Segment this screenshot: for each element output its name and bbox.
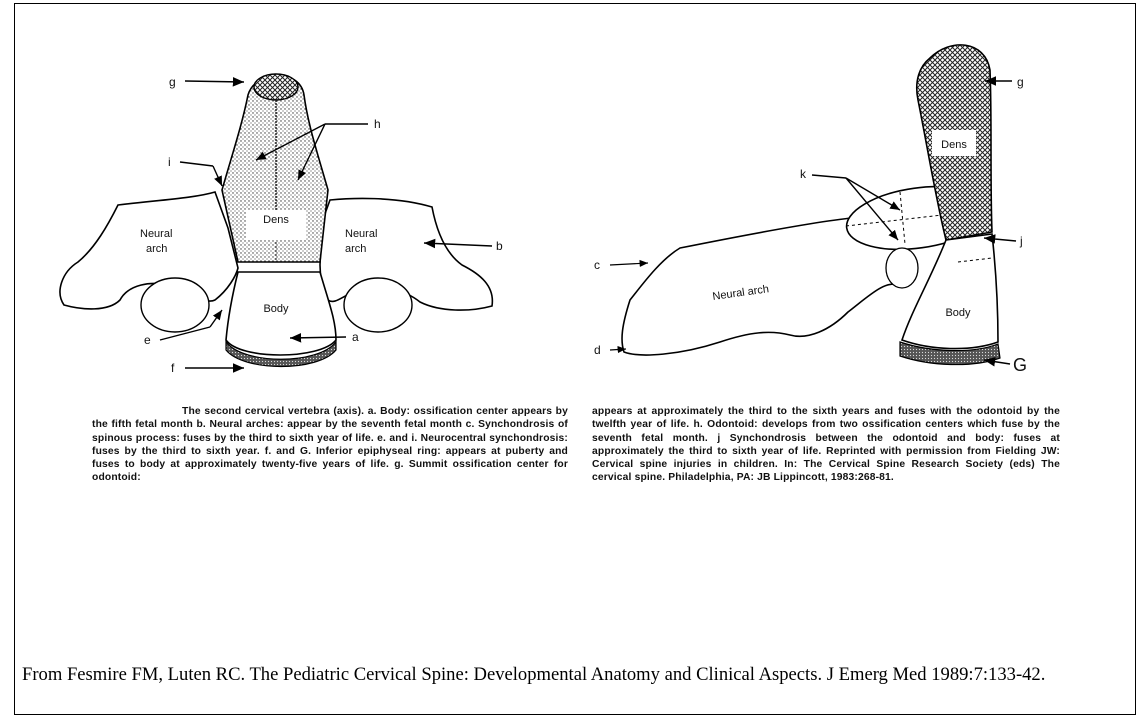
right-foramen: [344, 278, 412, 332]
callout-g-right: g: [1017, 75, 1024, 89]
lateral-body: [902, 234, 998, 349]
callout-g-left: g: [169, 75, 176, 89]
callout-h: h: [374, 117, 381, 131]
left-foramen: [141, 278, 209, 332]
left-body-label: Body: [263, 303, 289, 315]
left-dens-label: Dens: [263, 214, 289, 226]
callout-c: c: [594, 258, 600, 272]
caption-right-column: appears at approximately the third to th…: [592, 405, 1060, 485]
lateral-dens-label: Dens: [941, 139, 967, 151]
source-citation: From Fesmire FM, Luten RC. The Pediatric…: [22, 663, 1122, 687]
callout-G: G: [1013, 355, 1027, 375]
callout-b: b: [496, 239, 503, 253]
left-neural-arch-label-1: Neural: [140, 228, 172, 240]
callout-j: j: [1019, 234, 1023, 248]
lateral-small-ossicle: [886, 248, 918, 288]
callout-i: i: [168, 155, 171, 169]
right-neural-arch-label-2: arch: [345, 243, 366, 255]
callout-f: f: [171, 361, 175, 375]
callout-a: a: [352, 330, 359, 344]
left-neural-arch-label-2: arch: [146, 243, 167, 255]
left-anterior-view: Dens Neural arch Neural arch Body g h i …: [60, 74, 503, 375]
caption-left-column: The second cervical vertebra (axis). a. …: [92, 405, 568, 485]
right-neural-arch-label-1: Neural: [345, 228, 377, 240]
right-lateral-view: Dens Neural arch Body g k j c d G: [594, 45, 1027, 375]
callout-k: k: [800, 167, 807, 181]
lateral-body-label: Body: [945, 307, 971, 319]
callout-d: d: [594, 343, 601, 357]
left-summit-ossification: [254, 74, 298, 100]
callout-e: e: [144, 333, 151, 347]
